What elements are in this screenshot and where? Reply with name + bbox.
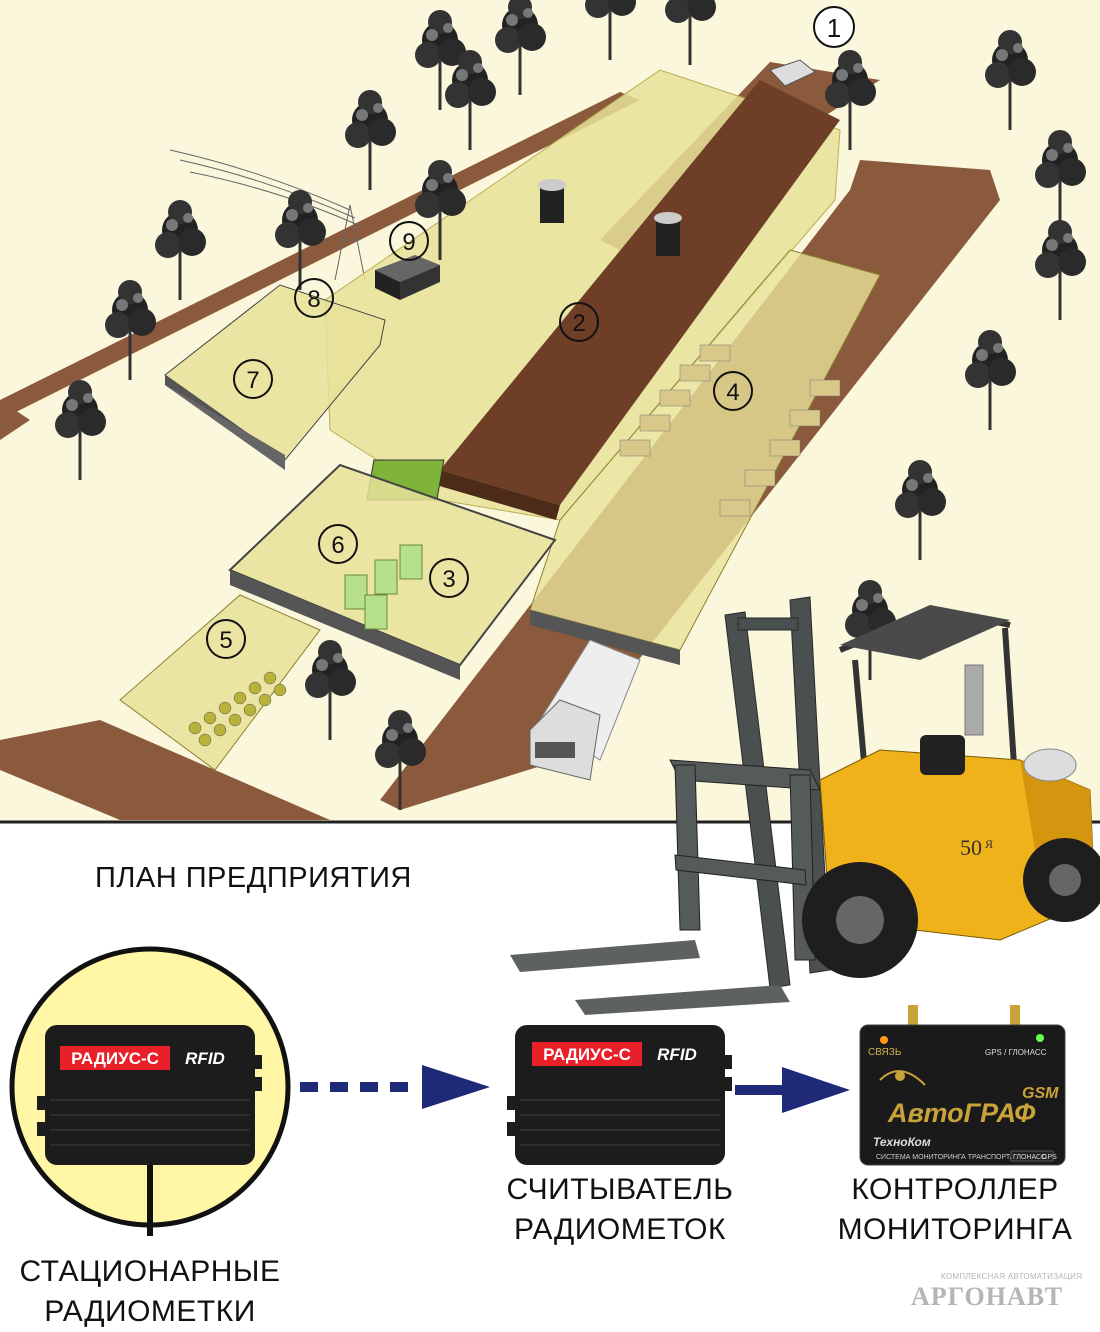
reader-caption-line2: РАДИОМЕТОК <box>513 1213 726 1246</box>
zone-marker-2-label: 2 <box>572 310 585 337</box>
zone-marker-7-label: 7 <box>246 367 259 394</box>
zone-marker-3: 3 <box>429 558 469 598</box>
glonass-badge: ГЛОНАСС <box>1013 1154 1046 1161</box>
zone-marker-2: 2 <box>559 302 599 342</box>
controller-brand-label: АвтоГРАФ <box>887 1098 1035 1128</box>
zone-marker-4-label: 4 <box>726 379 739 406</box>
reader-device: РАДИУС-С RFID <box>507 1025 732 1165</box>
zone-marker-1-label: 1 <box>827 13 841 43</box>
forklift-decal-sub: Я <box>985 837 993 851</box>
truck-at-gate <box>769 59 816 87</box>
tank-storage <box>119 594 321 771</box>
stationary-caption-line1: СТАЦИОНАРНЫЕ <box>19 1255 281 1288</box>
link-led-label: СВЯЗЬ <box>868 1047 902 1058</box>
stationary-tag-device: РАДИУС-С RFID <box>37 1025 262 1236</box>
gsm-label: GSM <box>1022 1085 1059 1102</box>
gps-badge: GPS <box>1042 1154 1057 1161</box>
stationary-tech-label: RFID <box>185 1049 225 1068</box>
zone-marker-6: 6 <box>318 524 358 564</box>
zone-marker-4: 4 <box>713 371 753 411</box>
reader-tech-label: RFID <box>657 1045 697 1064</box>
link-led <box>880 1036 888 1044</box>
reader-caption: СЧИТЫВАТЕЛЬ РАДИОМЕТОК <box>470 1170 770 1250</box>
shed <box>375 255 440 300</box>
stationary-tags-caption: СТАЦИОНАРНЫЕ РАДИОМЕТКИ <box>0 1252 300 1332</box>
zone-marker-6-label: 6 <box>331 532 344 559</box>
zone-marker-5: 5 <box>206 619 246 659</box>
zone-marker-1: 1 <box>813 6 855 48</box>
gps-led-label: GPS / ГЛОНАСС <box>985 1048 1047 1057</box>
gps-led <box>1036 1034 1044 1042</box>
warehouse-roof <box>440 80 840 505</box>
main-warehouse <box>324 69 841 521</box>
delivery-truck <box>529 639 641 781</box>
maker-label: ТехноКом <box>873 1135 931 1149</box>
zone-marker-5-label: 5 <box>219 627 232 654</box>
reader-caption-line1: СЧИТЫВАТЕЛЬ <box>506 1173 734 1206</box>
devices-diagram: РАДИУС-С RFID РАДИУС-С RFID <box>9 946 1066 1236</box>
zone-marker-9: 9 <box>389 221 429 261</box>
data-link-arrow <box>735 1067 850 1113</box>
logo-name: АРГОНАВТ <box>911 1282 1064 1311</box>
controller-caption: КОНТРОЛЛЕР МОНИТОРИНГА <box>810 1170 1100 1250</box>
logo-tagline: КОМПЛЕКСНАЯ АВТОМАТИЗАЦИЯ <box>941 1272 1083 1281</box>
production-block <box>228 463 557 680</box>
enterprise-plan-illustration: 1 2 3 4 5 6 7 8 9 <box>0 0 1100 824</box>
storage-wing <box>529 249 881 665</box>
zone-marker-3-label: 3 <box>442 566 455 593</box>
controller-caption-line2: МОНИТОРИНГА <box>837 1213 1073 1246</box>
forklift-decal: 50 <box>960 835 982 860</box>
controller-device: СВЯЗЬ GPS / ГЛОНАСС GSM АвтоГРАФ ТехноКо… <box>859 1005 1066 1166</box>
power-line <box>169 149 366 281</box>
system-label: СИСТЕМА МОНИТОРИНГА ТРАНСПОРТА <box>876 1154 1015 1161</box>
zone-marker-8: 8 <box>294 278 334 318</box>
office-block <box>164 284 386 470</box>
zone-marker-9-label: 9 <box>402 229 415 256</box>
radio-signal-arrow <box>300 1065 490 1109</box>
stationary-caption-line2: РАДИОМЕТКИ <box>44 1295 256 1328</box>
argonavt-logo: КОМПЛЕКСНАЯ АВТОМАТИЗАЦИЯ АРГОНАВТ <box>905 1270 1095 1322</box>
reader-brand-label: РАДИУС-С <box>543 1045 631 1064</box>
stationary-brand-label: РАДИУС-С <box>71 1049 159 1068</box>
zone-marker-7: 7 <box>233 359 273 399</box>
plan-title: ПЛАН ПРЕДПРИЯТИЯ <box>95 862 412 894</box>
controller-caption-line1: КОНТРОЛЛЕР <box>851 1173 1059 1206</box>
zone-marker-8-label: 8 <box>307 286 320 313</box>
